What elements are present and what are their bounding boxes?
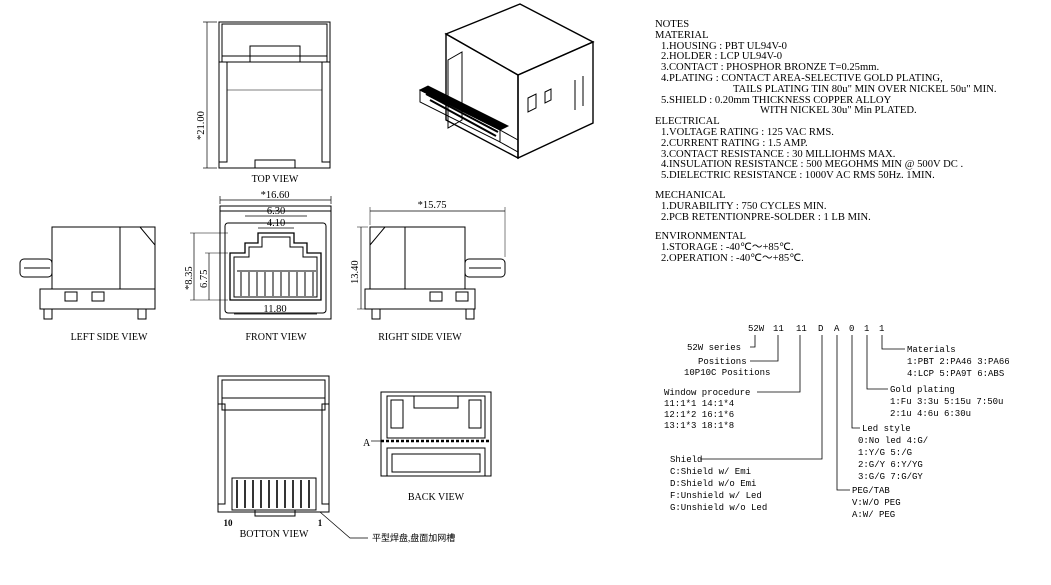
- environmental-line: 2.OPERATION : -40℃～+85℃.: [661, 252, 804, 264]
- code-shield-label: Shield: [670, 455, 702, 465]
- code-peg-v: V:W/O PEG: [852, 498, 901, 508]
- material-line: TAILS PLATING TIN 80u" MIN OVER NICKEL 5…: [733, 83, 997, 95]
- code-series-label: 52W series: [687, 343, 741, 353]
- code-positions-label: Positions: [698, 357, 747, 367]
- front-view: *16.60 6.30 4.10 *8.35 6.75 11.80 FRONT …: [184, 190, 332, 343]
- code-seg-led: 0: [849, 324, 854, 334]
- notes-title: NOTES: [655, 19, 690, 30]
- material-line: WITH NICKEL 30u" Min PLATED.: [760, 105, 917, 117]
- left-side-view-label: LEFT SIDE VIEW: [71, 332, 148, 343]
- dim-16-60: *16.60: [261, 190, 290, 201]
- pin-1-label: 1: [318, 518, 323, 528]
- code-led-row-3: 2:G/Y 6:Y/YG: [858, 460, 923, 470]
- bottom-view: 10 1 平型焊盘,盘面加网槽 BOTTON VIEW: [217, 375, 455, 543]
- code-led-row-2: 1:Y/G 5:/G: [858, 448, 912, 458]
- material-line: 5.SHIELD : 0.20mm THICKNESS COPPER ALLOY: [661, 94, 892, 106]
- section-marker: A: [363, 438, 371, 449]
- dim-11-80: 11.80: [263, 304, 286, 315]
- code-led-row-4: 3:G/G 7:G/GY: [858, 472, 923, 482]
- material-line: 4.PLATING : CONTACT AREA-SELECTIVE GOLD …: [661, 72, 943, 84]
- back-view: A BACK VIEW: [363, 391, 492, 503]
- code-shield-f: F:Unshield w/ Led: [670, 491, 762, 501]
- code-window-row-1: 11:1*1 14:1*4: [664, 399, 734, 409]
- code-peg-label: PEG/TAB: [852, 486, 890, 496]
- electrical-line: 4.INSULATION RESISTANCE : 500 MEGOHMS MI…: [661, 159, 964, 171]
- electrical-line: 5.DIELECTRIC RESISTANCE : 1000V AC RMS 5…: [661, 170, 935, 182]
- part-number-code: 52W 11 11 D A 0 1 1 52W series Positions…: [664, 324, 1010, 520]
- pad-note: 平型焊盘,盘面加网槽: [372, 532, 455, 543]
- code-peg-a: A:W/ PEG: [852, 510, 895, 520]
- code-window-row-3: 13:1*3 18:1*8: [664, 421, 734, 431]
- material-line: 3.CONTACT : PHOSPHOR BRONZE T=0.25mm.: [661, 62, 880, 74]
- dim-6-30: 6.30: [267, 206, 285, 217]
- left-side-view: LEFT SIDE VIEW: [19, 226, 156, 343]
- code-shield-g: G:Unshield w/o Led: [670, 503, 767, 513]
- isometric-view: [418, 3, 595, 160]
- code-shield-c: C:Shield w/ Emi: [670, 467, 751, 477]
- code-materials-row-1: 1:PBT 2:PA46 3:PA66: [907, 357, 1010, 367]
- code-seg-shield: D: [818, 324, 823, 334]
- bottom-view-label: BOTTON VIEW: [240, 529, 309, 540]
- code-positions-value: 10P10C Positions: [684, 368, 770, 378]
- right-side-view-label: RIGHT SIDE VIEW: [378, 332, 462, 343]
- dim-6-75: 6.75: [199, 270, 210, 288]
- code-materials-row-2: 4:LCP 5:PA9T 6:ABS: [907, 369, 1004, 379]
- mechanical-line: 2.PCB RETENTIONPRE-SOLDER : 1 LB MIN.: [661, 211, 871, 223]
- dim-8-35: *8.35: [184, 266, 195, 290]
- electrical-line: 2.CURRENT RATING : 1.5 AMP.: [661, 137, 808, 149]
- front-view-label: FRONT VIEW: [245, 332, 307, 343]
- back-view-label: BACK VIEW: [408, 492, 465, 503]
- mechanical-line: 1.DURABILITY : 750 CYCLES MIN.: [661, 200, 827, 212]
- electrical-line: 1.VOLTAGE RATING : 125 VAC RMS.: [661, 126, 834, 138]
- code-window-label: Window procedure: [664, 388, 750, 398]
- code-seg-window: 11: [796, 324, 807, 334]
- environmental-line: 1.STORAGE : -40℃～+85℃.: [661, 242, 794, 254]
- material-header: MATERIAL: [655, 29, 709, 41]
- mechanical-header: MECHANICAL: [655, 189, 726, 201]
- code-led-label: Led style: [862, 424, 911, 434]
- notes-panel: NOTES MATERIAL 1.HOUSING : PBT UL94V-0 2…: [655, 19, 1047, 265]
- code-gold-row-1: 1:Fu 3:3u 5:15u 7:50u: [890, 397, 1003, 407]
- code-seg-positions: 11: [773, 324, 784, 334]
- electrical-header: ELECTRICAL: [655, 116, 720, 128]
- top-view-label: TOP VIEW: [252, 174, 299, 185]
- code-window-row-2: 12:1*2 16:1*6: [664, 410, 734, 420]
- material-line: 2.HOLDER : LCP UL94V-0: [661, 51, 783, 63]
- code-seg-peg: A: [834, 324, 840, 334]
- environmental-header: ENVIRONMENTAL: [655, 231, 746, 243]
- code-gold-label: Gold plating: [890, 385, 955, 395]
- top-view: *21.00 TOP VIEW: [196, 21, 331, 185]
- electrical-line: 3.CONTACT RESISTANCE : 30 MILLIOHMS MAX.: [661, 148, 896, 160]
- code-shield-d: D:Shield w/o Emi: [670, 479, 756, 489]
- material-line: 1.HOUSING : PBT UL94V-0: [661, 40, 787, 52]
- right-side-view: *15.75 13.40 RIGHT SIDE VIEW: [350, 200, 506, 343]
- code-seg-gold: 1: [864, 324, 869, 334]
- code-seg-series: 52W: [748, 324, 765, 334]
- code-seg-material: 1: [879, 324, 884, 334]
- dim-21: *21.00: [196, 111, 207, 140]
- code-led-row-1: 0:No led 4:G/: [858, 436, 928, 446]
- code-materials-label: Materials: [907, 345, 956, 355]
- dim-13-40: 13.40: [350, 260, 361, 284]
- pin-10-label: 10: [224, 518, 234, 528]
- dim-15-75: *15.75: [418, 200, 447, 211]
- dim-4-10: 4.10: [267, 218, 285, 229]
- code-gold-row-2: 2:1u 4:6u 6:30u: [890, 409, 971, 419]
